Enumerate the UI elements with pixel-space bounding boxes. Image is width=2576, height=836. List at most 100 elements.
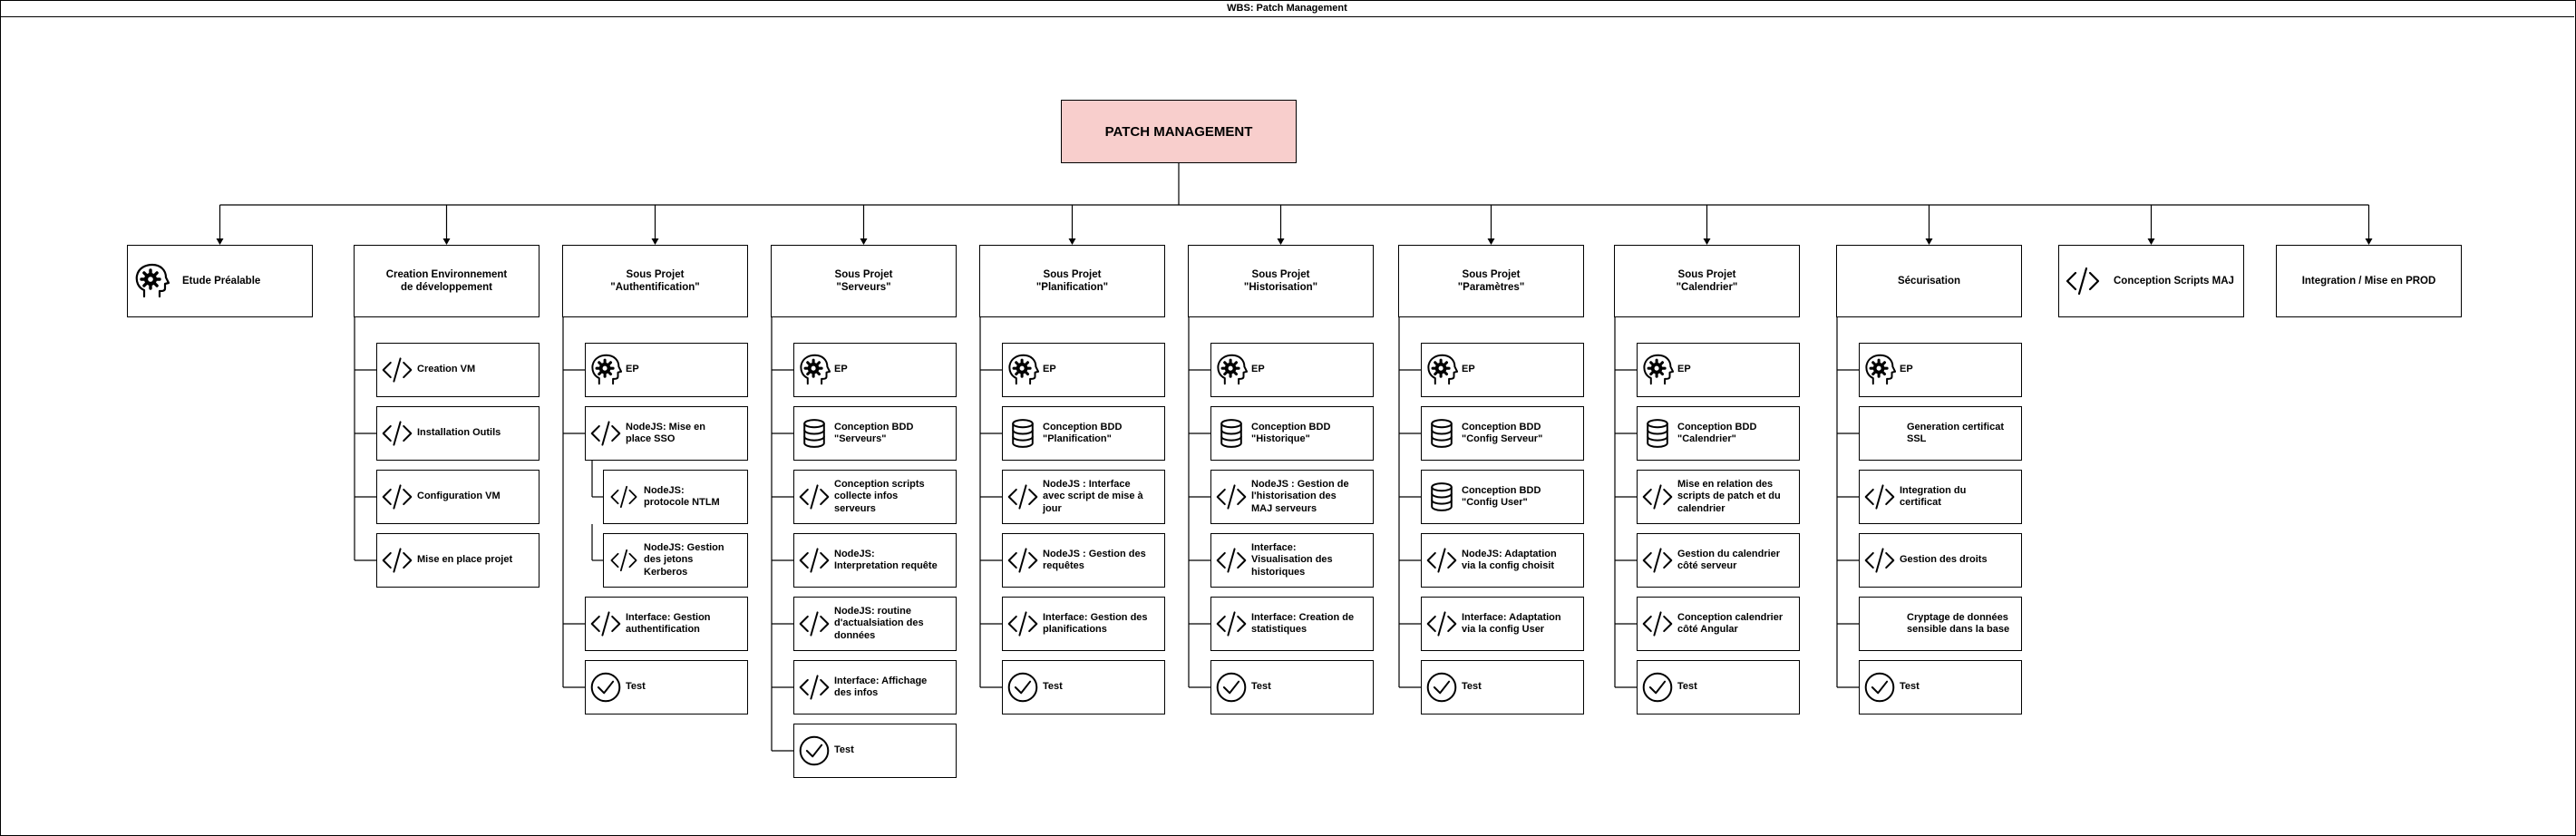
code-icon xyxy=(1211,544,1251,577)
connector-arrow xyxy=(1068,238,1076,245)
task-serveurs-6[interactable]: Interface: Affichage des infos xyxy=(793,660,957,714)
category-env[interactable]: Creation Environnement de développement xyxy=(354,245,540,317)
task-label: Conception BDD "Config Serveur" xyxy=(1462,421,1543,445)
task-histo-2[interactable]: Conception BDD "Historique" xyxy=(1210,406,1374,461)
task-auth-4[interactable]: NodeJS: Gestion des jetons Kerberos xyxy=(603,533,748,588)
task-planif-2[interactable]: Conception BDD "Planification" xyxy=(1002,406,1165,461)
task-label: Creation VM xyxy=(417,364,476,375)
task-secu-4[interactable]: Gestion des droits xyxy=(1859,533,2022,588)
task-label: Interface: Visualisation des historiques xyxy=(1251,541,1333,578)
task-histo-5[interactable]: Interface: Creation de statistiques xyxy=(1210,597,1374,651)
code-icon xyxy=(377,417,417,450)
task-label: Cryptage de données sensible dans la bas… xyxy=(1907,611,2010,636)
task-serveurs-3[interactable]: Conception scripts collecte infos serveu… xyxy=(793,470,957,524)
task-serveurs-7[interactable]: Test xyxy=(793,724,957,778)
task-env-2[interactable]: Installation Outils xyxy=(376,406,540,461)
task-params-1[interactable]: EP xyxy=(1421,343,1584,397)
database-icon xyxy=(794,417,834,450)
task-auth-6[interactable]: Test xyxy=(585,660,748,714)
code-icon xyxy=(604,546,644,575)
code-icon xyxy=(1638,544,1677,577)
code-icon xyxy=(1003,608,1043,640)
task-calendrier-1[interactable]: EP xyxy=(1637,343,1800,397)
category-label: Integration / Mise en PROD xyxy=(2301,276,2436,287)
category-params[interactable]: Sous Projet "Paramètres" xyxy=(1398,245,1584,317)
task-secu-2[interactable]: Generation certificat SSL xyxy=(1859,406,2022,461)
task-secu-6[interactable]: Test xyxy=(1859,660,2022,714)
code-icon xyxy=(1211,481,1251,513)
code-icon xyxy=(2063,263,2103,299)
connector-arrow xyxy=(442,238,451,245)
code-icon xyxy=(586,608,626,640)
task-label: Installation Outils xyxy=(417,427,501,439)
task-planif-3[interactable]: NodeJS : Interface avec script de mise à… xyxy=(1002,470,1165,524)
task-calendrier-6[interactable]: Test xyxy=(1637,660,1800,714)
connector-arrow xyxy=(2365,238,2373,245)
category-scripts[interactable]: Conception Scripts MAJ xyxy=(2058,245,2244,317)
database-icon xyxy=(1211,417,1251,450)
task-secu-5[interactable]: Cryptage de données sensible dans la bas… xyxy=(1859,597,2022,651)
check-circle-icon xyxy=(794,734,834,767)
task-label: Interface: Gestion authentification xyxy=(626,611,711,636)
task-histo-4[interactable]: Interface: Visualisation des historiques xyxy=(1210,533,1374,588)
task-env-3[interactable]: Configuration VM xyxy=(376,470,540,524)
task-planif-4[interactable]: NodeJS : Gestion des requêtes xyxy=(1002,533,1165,588)
task-label: EP xyxy=(1251,364,1265,375)
task-calendrier-4[interactable]: Gestion du calendrier côté serveur xyxy=(1637,533,1800,588)
task-secu-1[interactable]: EP xyxy=(1859,343,2022,397)
task-auth-3[interactable]: NodeJS: protocole NTLM xyxy=(603,470,748,524)
task-histo-3[interactable]: NodeJS : Gestion de l'historisation des … xyxy=(1210,470,1374,524)
task-planif-1[interactable]: EP xyxy=(1002,343,1165,397)
database-icon xyxy=(1638,417,1677,450)
root-node[interactable]: PATCH MANAGEMENT xyxy=(1061,100,1297,163)
task-serveurs-4[interactable]: NodeJS: Interpretation requête xyxy=(793,533,957,588)
category-label: Sous Projet "Calendrier" xyxy=(1676,269,1738,293)
task-params-5[interactable]: Interface: Adaptation via la config User xyxy=(1421,597,1584,651)
check-circle-icon xyxy=(1211,671,1251,704)
task-calendrier-2[interactable]: Conception BDD "Calendrier" xyxy=(1637,406,1800,461)
task-env-4[interactable]: Mise en place projet xyxy=(376,533,540,588)
task-params-6[interactable]: Test xyxy=(1421,660,1584,714)
task-calendrier-5[interactable]: Conception calendrier côté Angular xyxy=(1637,597,1800,651)
task-label: EP xyxy=(1900,364,1913,375)
task-label: Mise en relation des scripts de patch et… xyxy=(1677,478,1781,514)
task-histo-1[interactable]: EP xyxy=(1210,343,1374,397)
task-label: EP xyxy=(1043,364,1056,375)
task-serveurs-1[interactable]: EP xyxy=(793,343,957,397)
task-serveurs-5[interactable]: NodeJS: routine d'actualsiation des donn… xyxy=(793,597,957,651)
code-icon xyxy=(1860,481,1900,513)
connector-arrow xyxy=(1277,238,1285,245)
task-params-2[interactable]: Conception BDD "Config Serveur" xyxy=(1421,406,1584,461)
task-params-4[interactable]: NodeJS: Adaptation via la config choisit xyxy=(1421,533,1584,588)
category-calendrier[interactable]: Sous Projet "Calendrier" xyxy=(1614,245,1800,317)
category-serveurs[interactable]: Sous Projet "Serveurs" xyxy=(771,245,957,317)
task-label: Test xyxy=(1043,681,1063,693)
category-etude[interactable]: Etude Préalable xyxy=(127,245,313,317)
category-planif[interactable]: Sous Projet "Planification" xyxy=(979,245,1165,317)
task-label: Test xyxy=(1677,681,1697,693)
task-label: Test xyxy=(1462,681,1482,693)
task-env-1[interactable]: Creation VM xyxy=(376,343,540,397)
root-node-label: PATCH MANAGEMENT xyxy=(1104,123,1253,140)
task-label: Generation certificat SSL xyxy=(1907,421,2004,445)
category-prod[interactable]: Integration / Mise en PROD xyxy=(2276,245,2462,317)
task-auth-1[interactable]: EP xyxy=(585,343,748,397)
task-label: Gestion du calendrier côté serveur xyxy=(1677,548,1781,572)
task-auth-2[interactable]: NodeJS: Mise en place SSO xyxy=(585,406,748,461)
category-label: Sous Projet "Authentification" xyxy=(610,269,700,293)
task-label: Conception BDD "Serveurs" xyxy=(834,421,914,445)
category-secu[interactable]: Sécurisation xyxy=(1836,245,2022,317)
task-label: NodeJS: Adaptation via la config choisit xyxy=(1462,548,1557,572)
task-calendrier-3[interactable]: Mise en relation des scripts de patch et… xyxy=(1637,470,1800,524)
check-circle-icon xyxy=(586,671,626,704)
task-planif-5[interactable]: Interface: Gestion des planifications xyxy=(1002,597,1165,651)
task-secu-3[interactable]: Integration du certificat xyxy=(1859,470,2022,524)
category-label: Sous Projet "Serveurs" xyxy=(834,269,893,293)
task-auth-5[interactable]: Interface: Gestion authentification xyxy=(585,597,748,651)
category-auth[interactable]: Sous Projet "Authentification" xyxy=(562,245,748,317)
task-params-3[interactable]: Conception BDD "Config User" xyxy=(1421,470,1584,524)
task-histo-6[interactable]: Test xyxy=(1210,660,1374,714)
category-histo[interactable]: Sous Projet "Historisation" xyxy=(1188,245,1374,317)
task-serveurs-2[interactable]: Conception BDD "Serveurs" xyxy=(793,406,957,461)
task-planif-6[interactable]: Test xyxy=(1002,660,1165,714)
